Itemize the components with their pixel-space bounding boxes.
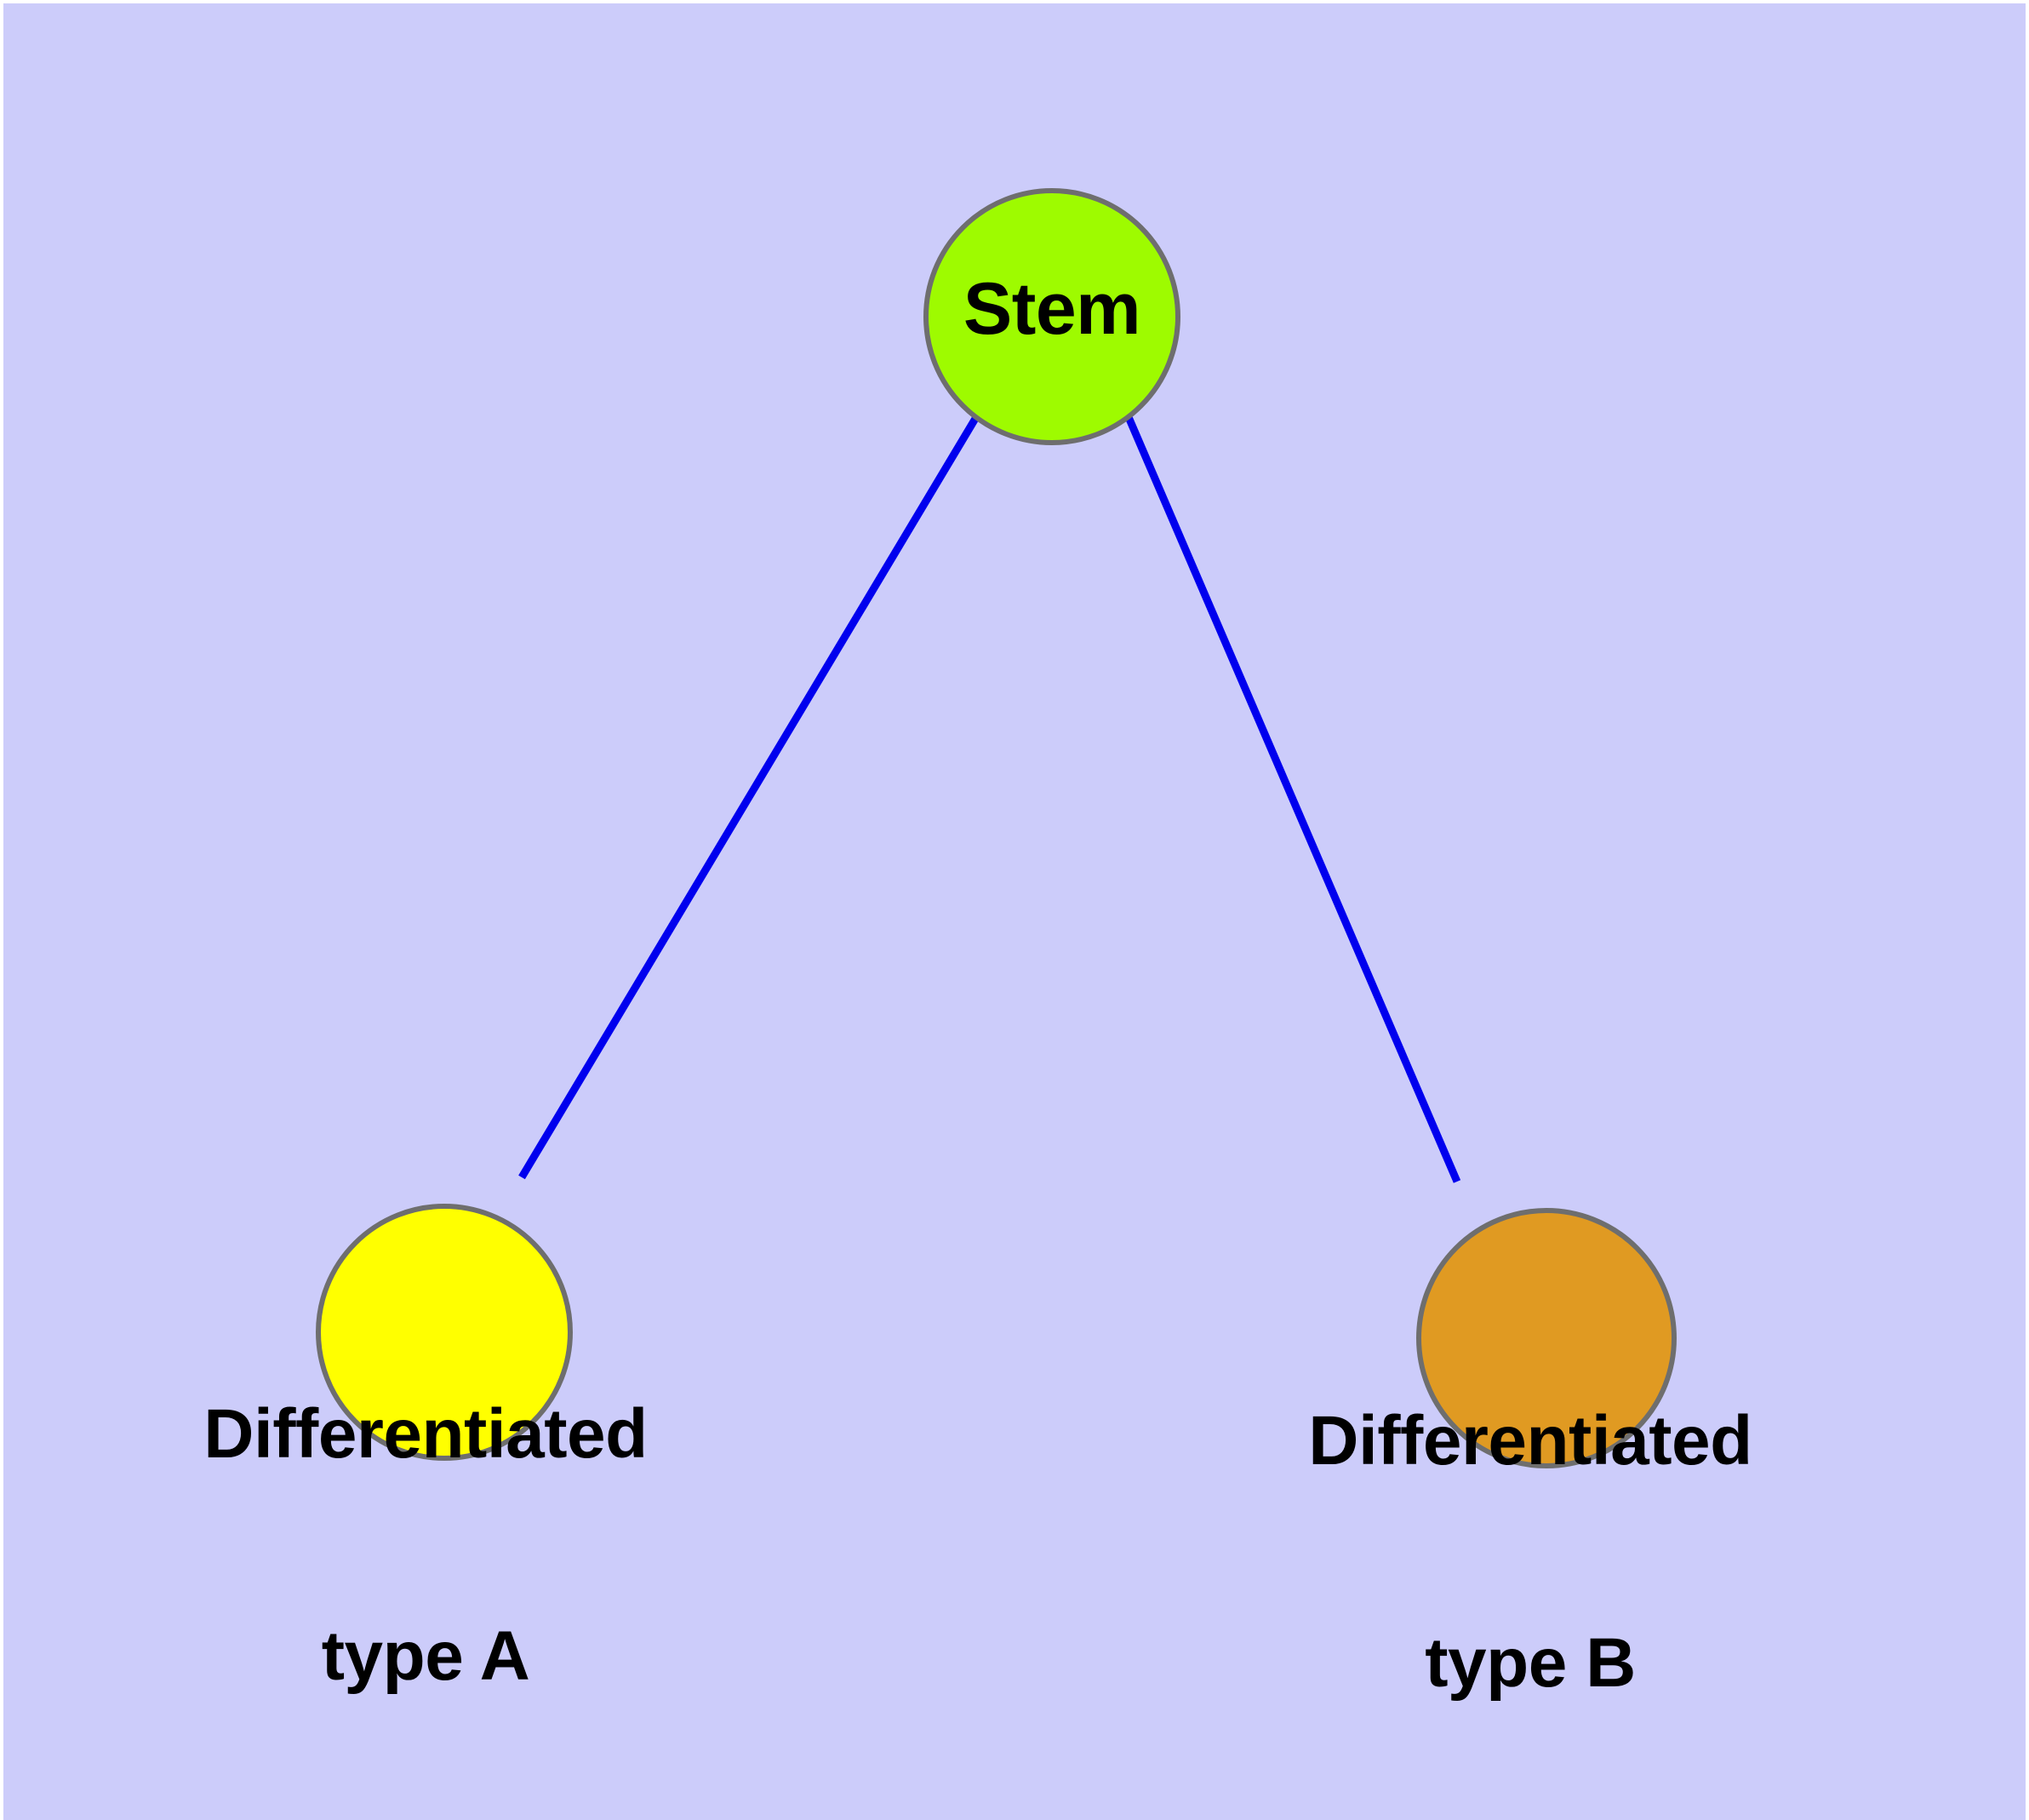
edge-stem-to-differentiated-type-b[interactable] (1124, 415, 1461, 1183)
edge-stem-to-differentiated-type-a[interactable] (518, 415, 980, 1180)
node-differentiated-type-a[interactable] (316, 1204, 573, 1461)
edge-layer (518, 415, 1461, 1183)
node-layer (316, 188, 1677, 1468)
node-differentiated-type-b[interactable] (1416, 1208, 1677, 1468)
node-stem[interactable] (923, 188, 1180, 445)
